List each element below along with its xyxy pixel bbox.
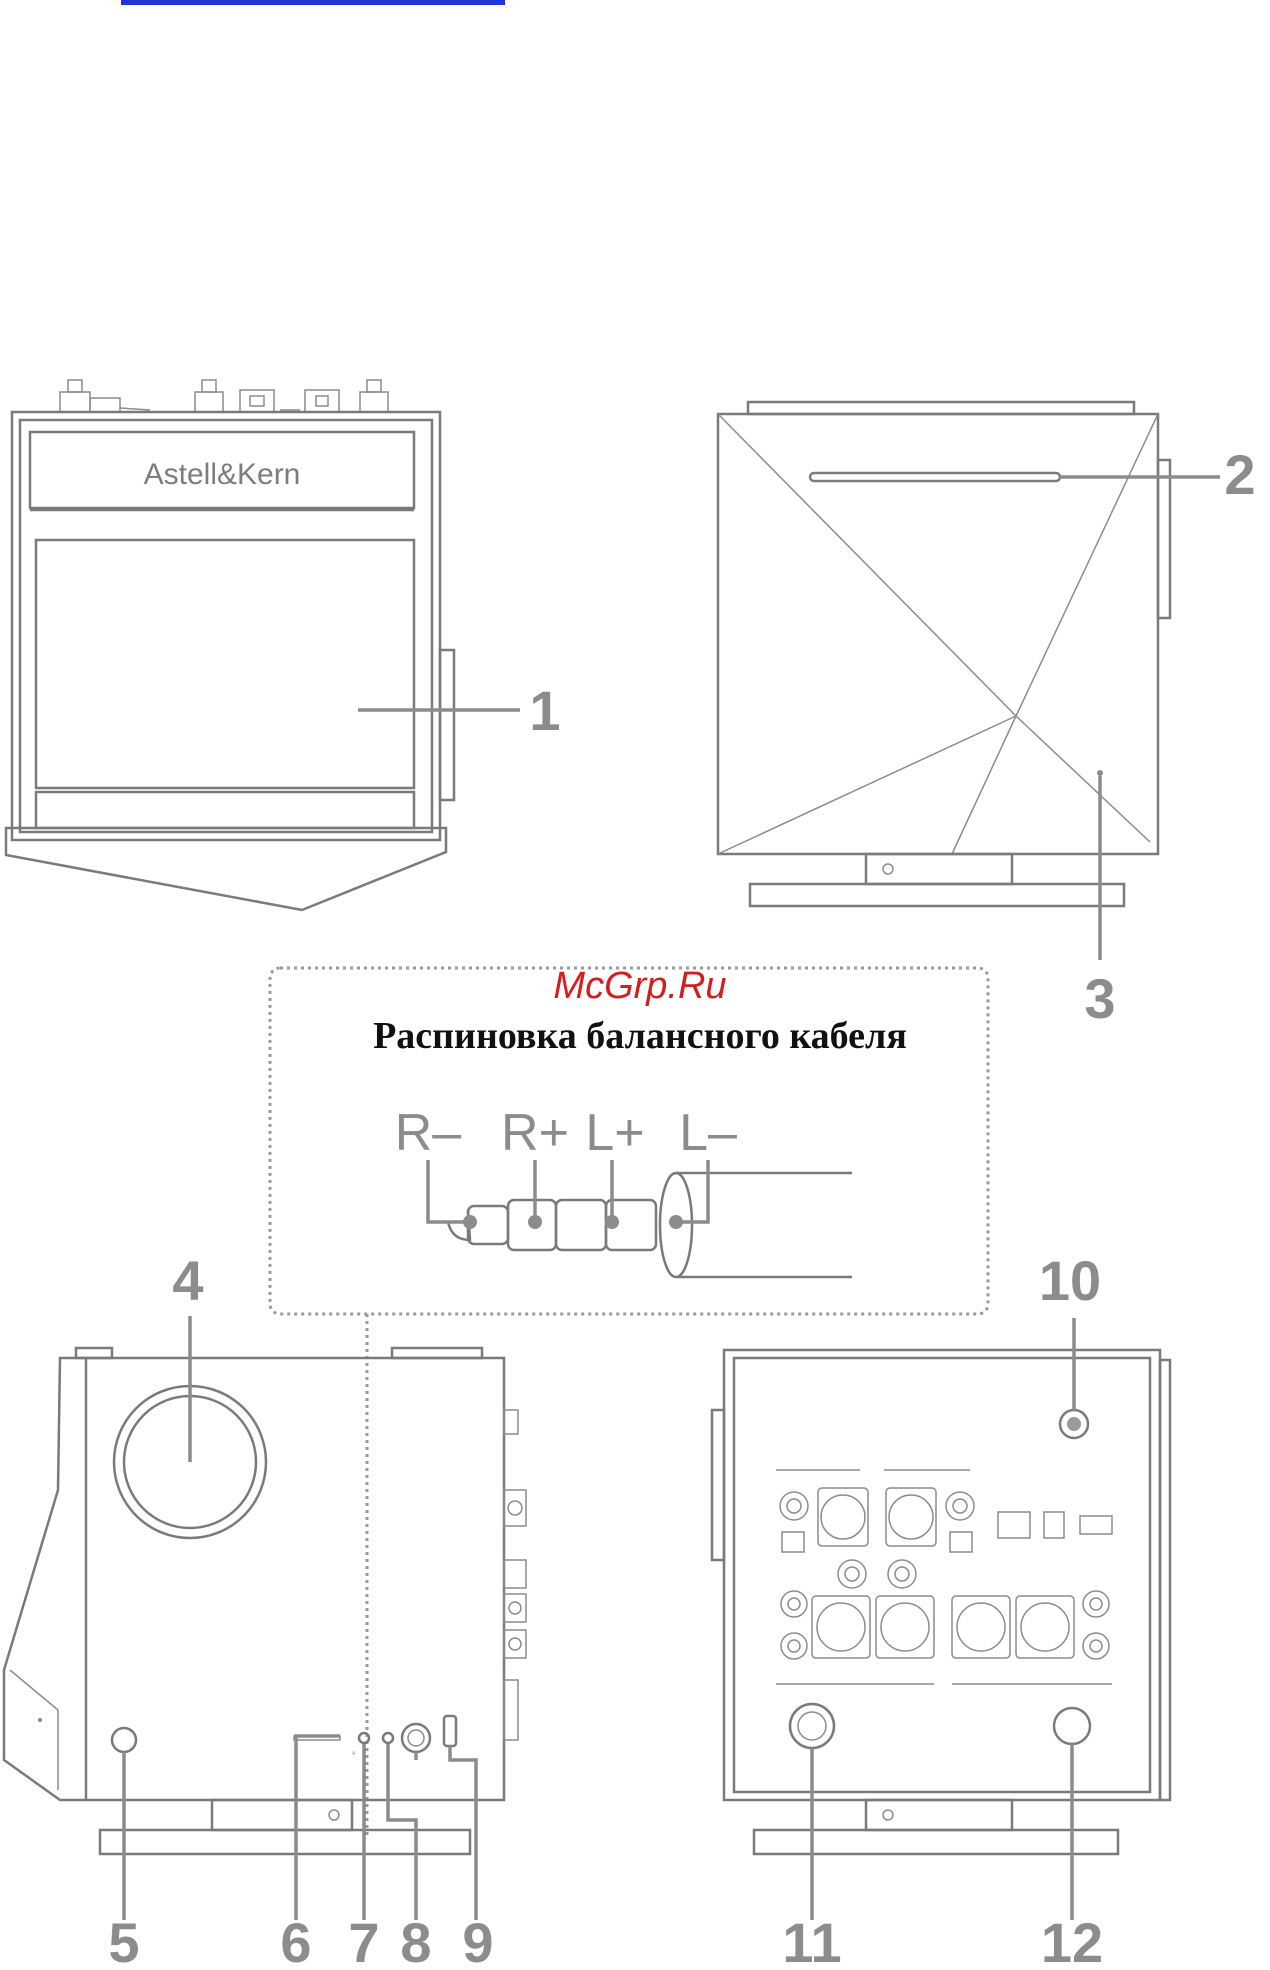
callout-4: 4 [172, 1249, 203, 1312]
top-view [718, 402, 1220, 960]
brand-logo: Astell&Kern [144, 458, 301, 491]
callout-10: 10 [1039, 1249, 1101, 1312]
callout-12: 12 [1041, 1911, 1103, 1970]
side-view: A [4, 1316, 526, 1920]
pin-label-r-plus: R+ [501, 1104, 569, 1162]
callout-3: 3 [1084, 967, 1115, 1030]
callout-8: 8 [400, 1911, 431, 1970]
callout-7: 7 [348, 1911, 379, 1970]
pin-label-l-minus: L– [679, 1104, 737, 1162]
svg-text:A: A [352, 1751, 356, 1757]
pin-label-r-minus: R– [395, 1104, 462, 1162]
inset-title: Распиновка балансного кабеля [373, 1015, 907, 1057]
callout-1: 1 [529, 679, 560, 742]
front-view: Astell&Kern [6, 380, 520, 910]
watermark: McGrp.Ru [553, 965, 726, 1007]
callout-9: 9 [462, 1911, 493, 1970]
callout-11: 11 [782, 1911, 841, 1970]
pin-label-l-plus: L+ [585, 1104, 644, 1162]
callout-5: 5 [108, 1911, 139, 1970]
callout-6: 6 [280, 1911, 311, 1970]
callout-2: 2 [1224, 443, 1255, 506]
cable-pinout-inset: McGrp.Ru Распиновка балансного кабеля R–… [270, 965, 988, 1838]
rear-view [712, 1318, 1170, 1920]
